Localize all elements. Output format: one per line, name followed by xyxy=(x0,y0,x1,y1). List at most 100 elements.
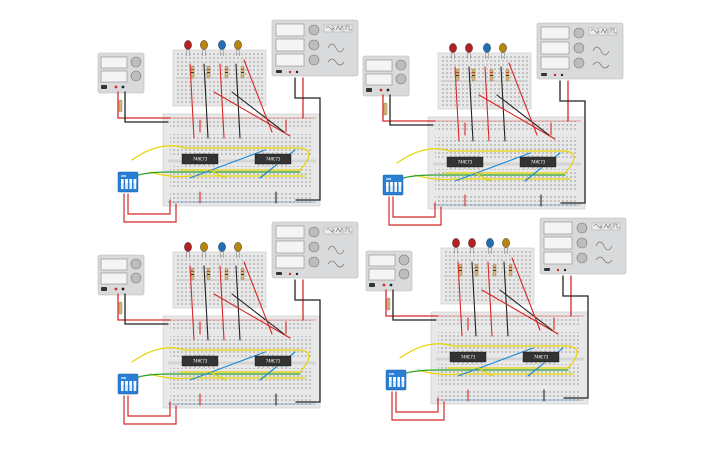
generator-knob-icon[interactable] xyxy=(308,256,320,268)
signal-wire-blue[interactable] xyxy=(457,347,534,377)
led-icon[interactable] xyxy=(200,40,208,50)
signal-wire-yellow[interactable] xyxy=(209,371,226,381)
led-wire[interactable] xyxy=(203,63,209,139)
led-icon[interactable] xyxy=(184,40,192,50)
signal-wire-yellow[interactable] xyxy=(149,171,306,178)
voltage-knob-icon[interactable] xyxy=(130,258,142,270)
ic-chip[interactable]: 74HC73 xyxy=(522,350,560,364)
led-wire[interactable] xyxy=(508,62,538,136)
led-wire[interactable] xyxy=(203,265,209,341)
switch-toggle[interactable] xyxy=(121,179,124,189)
ic-chip[interactable]: 74HC73 xyxy=(181,354,219,368)
ground-wire-black[interactable] xyxy=(124,91,169,123)
led-wire[interactable] xyxy=(471,261,477,337)
signal-wire-yellow[interactable] xyxy=(414,174,571,181)
power-wire-red[interactable] xyxy=(382,94,436,122)
switch-wire-red[interactable] xyxy=(392,196,436,218)
voltage-knob-icon[interactable] xyxy=(130,56,142,68)
led-icon[interactable] xyxy=(452,238,460,248)
waveform-button[interactable] xyxy=(588,27,598,36)
generator-knob-icon[interactable] xyxy=(573,42,585,54)
generator-knob-icon[interactable] xyxy=(308,241,320,253)
ic-chip[interactable]: 74HC73 xyxy=(181,152,219,166)
power-supply[interactable] xyxy=(365,250,413,292)
signal-wire-yellow[interactable] xyxy=(417,369,574,376)
signal-wire-yellow[interactable] xyxy=(477,367,494,377)
led-wire[interactable] xyxy=(235,265,241,341)
resistor-icon[interactable] xyxy=(383,102,388,116)
generator-ground-wire[interactable] xyxy=(294,279,321,403)
switch-toggle[interactable] xyxy=(133,179,137,189)
switch-toggle[interactable] xyxy=(393,377,396,387)
switch-wire-red[interactable] xyxy=(395,391,439,413)
ic-chip[interactable]: 74HC73 xyxy=(446,155,484,169)
signal-wire-yellow[interactable] xyxy=(131,145,310,171)
led-wire[interactable] xyxy=(189,265,195,341)
signal-wire-blue[interactable] xyxy=(189,149,266,179)
function-generator[interactable] xyxy=(271,221,359,279)
led-wire[interactable] xyxy=(235,63,241,139)
led-icon[interactable] xyxy=(449,43,457,53)
led-wire[interactable] xyxy=(500,66,506,142)
switch-wire-red[interactable] xyxy=(123,193,177,223)
clock-wire-red[interactable] xyxy=(481,289,559,335)
voltage-knob-icon[interactable] xyxy=(398,254,410,266)
power-wire-red[interactable] xyxy=(117,293,171,321)
signal-wire-yellow[interactable] xyxy=(131,347,310,373)
dip-switch[interactable]: ON xyxy=(385,369,407,391)
waveform-button[interactable] xyxy=(608,27,618,36)
power-supply[interactable] xyxy=(97,52,145,94)
dip-switch[interactable]: ON xyxy=(117,373,139,395)
dip-switch[interactable]: ON xyxy=(117,171,139,193)
function-generator[interactable] xyxy=(271,19,359,77)
signal-wire-yellow[interactable] xyxy=(149,373,306,380)
current-knob-icon[interactable] xyxy=(398,268,410,280)
generator-ground-wire[interactable] xyxy=(294,77,321,201)
switch-toggle[interactable] xyxy=(394,182,397,192)
led-icon[interactable] xyxy=(465,43,473,53)
led-icon[interactable] xyxy=(234,242,242,252)
led-wire[interactable] xyxy=(219,63,225,139)
generator-knob-icon[interactable] xyxy=(573,57,585,69)
switch-toggle[interactable] xyxy=(121,381,124,391)
generator-knob-icon[interactable] xyxy=(576,237,588,249)
switch-toggle[interactable] xyxy=(398,182,402,192)
led-icon[interactable] xyxy=(234,40,242,50)
signal-wire-yellow[interactable] xyxy=(396,148,575,174)
switch-toggle[interactable] xyxy=(389,377,392,387)
led-wire[interactable] xyxy=(219,265,225,341)
clock-wire-red[interactable] xyxy=(213,91,291,137)
clock-wire-black[interactable] xyxy=(499,289,553,331)
signal-wire-yellow[interactable] xyxy=(209,169,226,179)
led-wire[interactable] xyxy=(457,261,463,337)
wires[interactable] xyxy=(382,62,586,226)
current-knob-icon[interactable] xyxy=(130,272,142,284)
led-wire[interactable] xyxy=(487,261,493,337)
led-icon[interactable] xyxy=(218,242,226,252)
clock-wire-black[interactable] xyxy=(231,293,285,335)
function-generator[interactable] xyxy=(539,217,627,275)
led-wire[interactable] xyxy=(511,257,541,331)
generator-knob-icon[interactable] xyxy=(308,226,320,238)
waveform-button[interactable] xyxy=(323,24,333,33)
switch-wire-red[interactable] xyxy=(388,196,442,226)
ic-chip[interactable]: 74HC73 xyxy=(254,354,292,368)
ic-chip[interactable]: 74HC73 xyxy=(449,350,487,364)
clock-wire-black[interactable] xyxy=(231,91,285,133)
current-knob-icon[interactable] xyxy=(130,70,142,82)
led-icon[interactable] xyxy=(483,43,491,53)
led-wire[interactable] xyxy=(243,261,273,335)
led-icon[interactable] xyxy=(468,238,476,248)
resistor-icon[interactable] xyxy=(118,99,123,113)
signal-wire-yellow[interactable] xyxy=(399,343,578,369)
switch-toggle[interactable] xyxy=(125,179,128,189)
ic-chip[interactable]: 74HC73 xyxy=(519,155,557,169)
waveform-button[interactable] xyxy=(611,222,621,231)
switch-toggle[interactable] xyxy=(390,182,393,192)
waveform-button[interactable] xyxy=(343,226,353,235)
voltage-knob-icon[interactable] xyxy=(395,59,407,71)
switch-wire-red[interactable] xyxy=(127,193,171,215)
switch-wire-red[interactable] xyxy=(127,395,171,417)
signal-wire-blue[interactable] xyxy=(454,152,531,182)
generator-knob-icon[interactable] xyxy=(308,54,320,66)
